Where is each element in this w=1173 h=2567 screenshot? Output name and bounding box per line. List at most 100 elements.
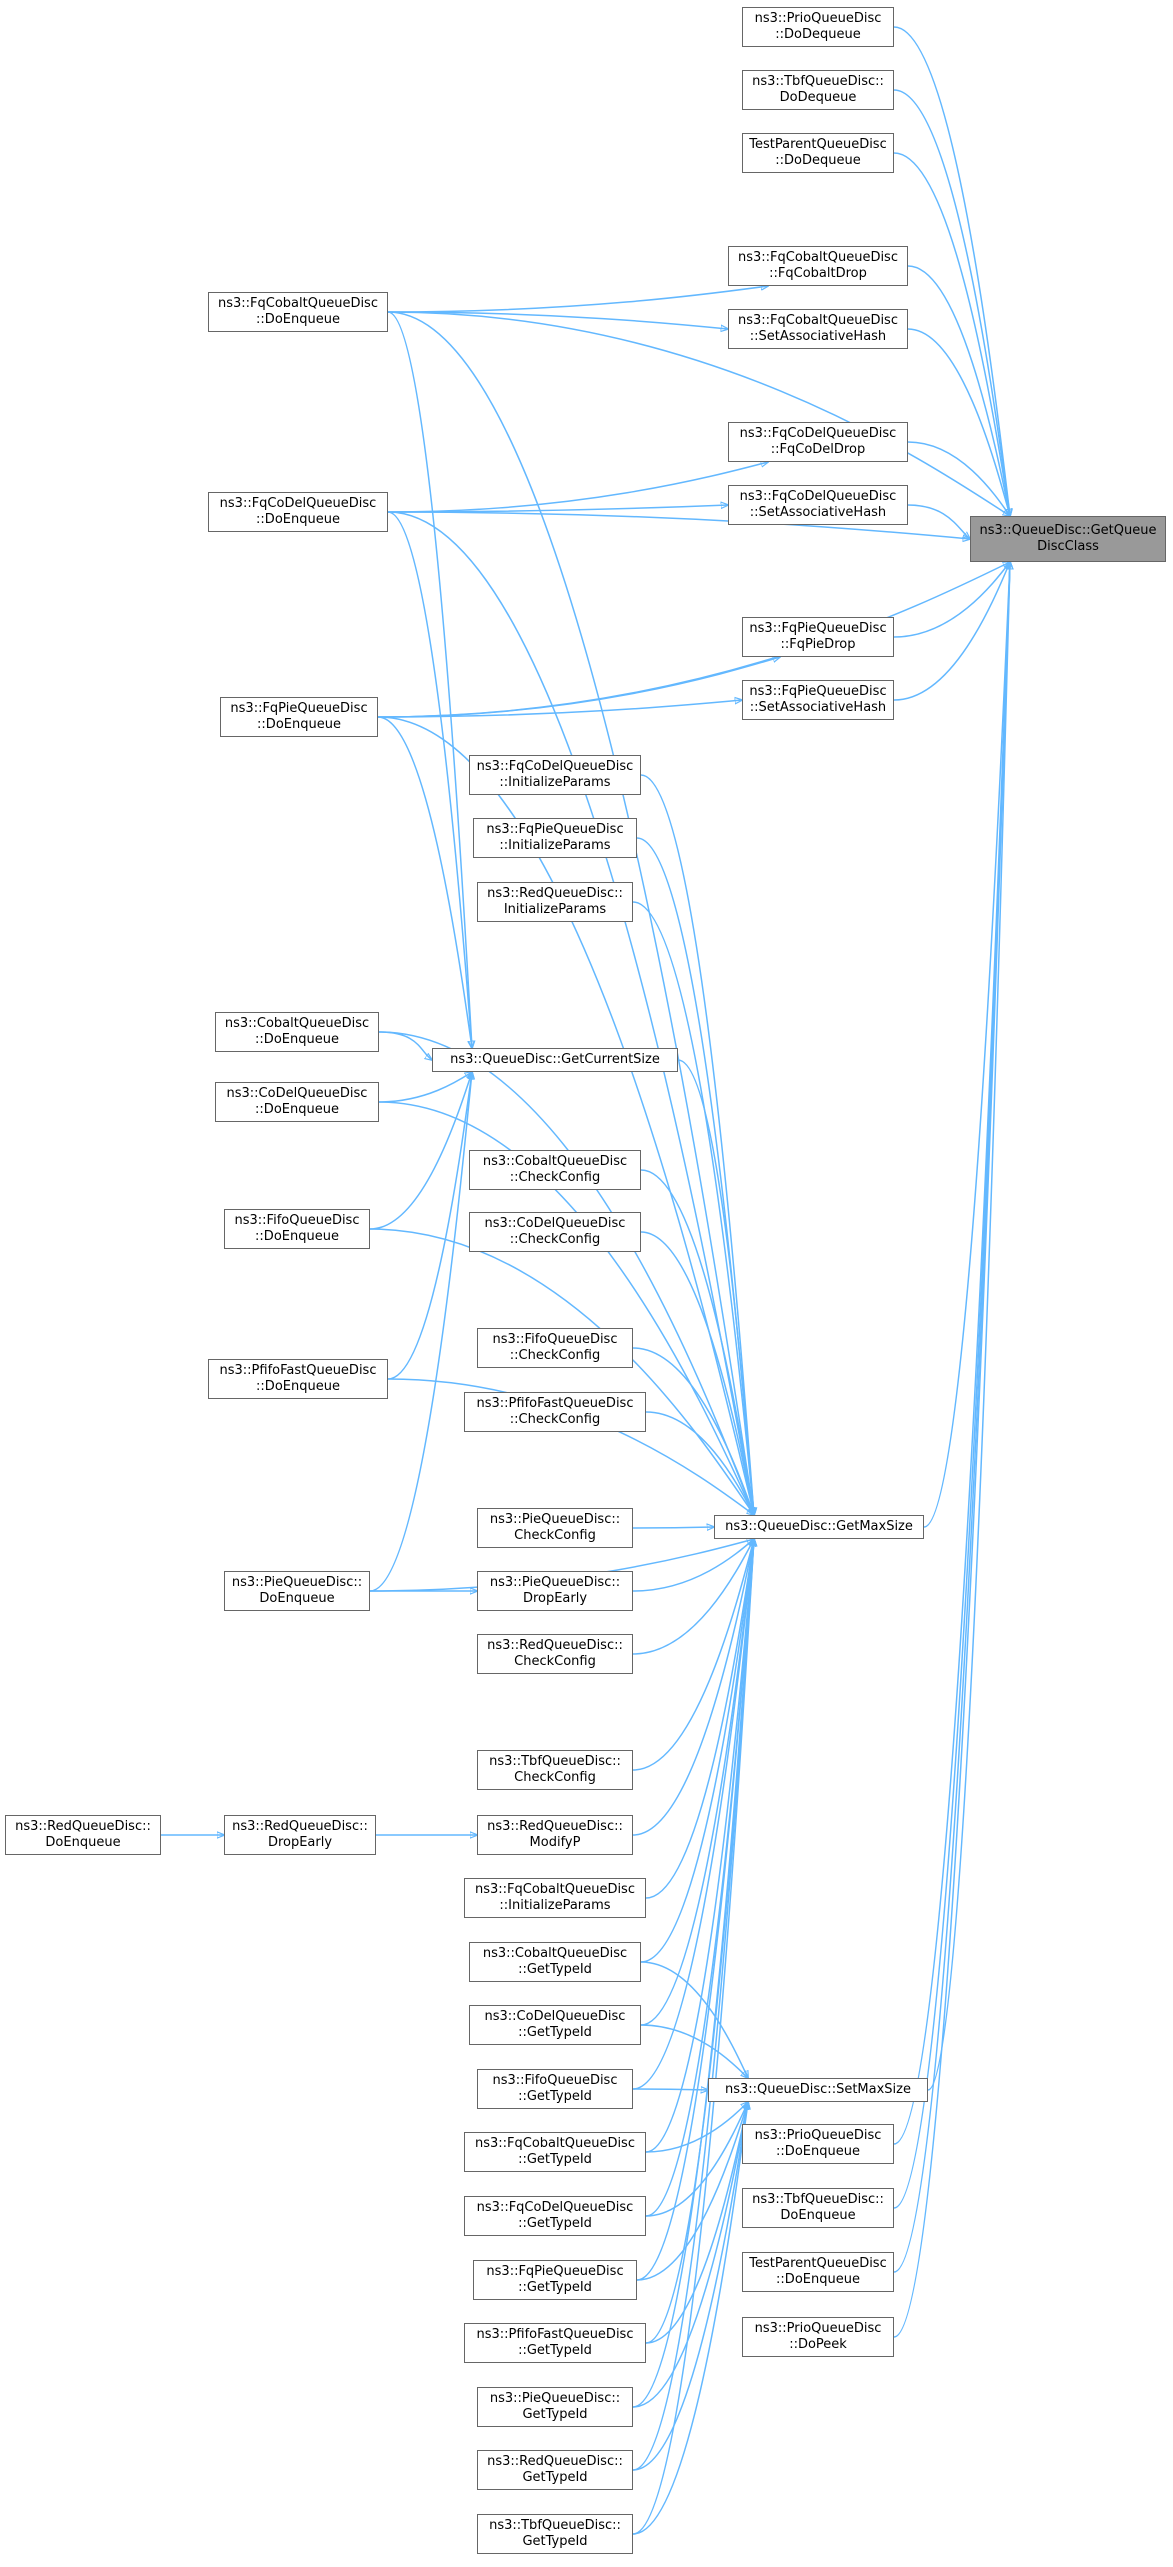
- node-pie-checkconfig[interactable]: ns3::PieQueueDisc::CheckConfig: [477, 1508, 633, 1548]
- node-fqcobalt-initializeparams[interactable]: ns3::FqCobaltQueueDisc::InitializeParams: [464, 1878, 646, 1918]
- node-label-line: ns3::PfifoFastQueueDisc: [476, 2327, 634, 2342]
- node-red-modifyp[interactable]: ns3::RedQueueDisc::ModifyP: [477, 1815, 633, 1855]
- node-fqcobalt-gettypeid[interactable]: ns3::FqCobaltQueueDisc::GetTypeId: [464, 2132, 646, 2172]
- edge-fqcodel-doenqueue-to-fqcodel-fqcodeldrop: [387, 462, 768, 513]
- edge-cobalt-doenqueue-to-getcurrentsize: [378, 1031, 432, 1060]
- node-fifo-gettypeid[interactable]: ns3::FifoQueueDisc::GetTypeId: [477, 2069, 633, 2109]
- edge-fqpie-doenqueue-to-fqpie-fqpiedrop: [377, 657, 780, 718]
- node-cobalt-checkconfig[interactable]: ns3::CobaltQueueDisc::CheckConfig: [469, 1150, 641, 1190]
- node-codel-doenqueue[interactable]: ns3::CoDelQueueDisc::DoEnqueue: [215, 1082, 379, 1122]
- node-label-line: CheckConfig: [514, 1770, 596, 1785]
- node-fqpie-gettypeid[interactable]: ns3::FqPieQueueDisc::GetTypeId: [473, 2260, 637, 2300]
- node-label-line: TestParentQueueDisc: [749, 2256, 887, 2271]
- node-getcurrentsize[interactable]: ns3::QueueDisc::GetCurrentSize: [432, 1048, 678, 1072]
- node-fqcodel-gettypeid[interactable]: ns3::FqCoDelQueueDisc::GetTypeId: [464, 2196, 646, 2236]
- edge-fqpie-doenqueue-to-getcurrentsize: [377, 716, 472, 1048]
- edge-getcurrentsize-to-getmaxsize: [677, 1059, 754, 1515]
- edge-getmaxsize-to-getqueuediscclass: [923, 562, 1010, 1528]
- node-label-line: ::DoEnqueue: [256, 312, 340, 327]
- edge-tbf-checkconfig-to-getmaxsize: [632, 1539, 754, 1771]
- node-prio-dodequeue[interactable]: ns3::PrioQueueDisc::DoDequeue: [742, 7, 894, 47]
- node-testparent-doenqueue[interactable]: TestParentQueueDisc::DoEnqueue: [742, 2252, 894, 2292]
- node-fqpie-initializeparams[interactable]: ns3::FqPieQueueDisc::InitializeParams: [473, 818, 637, 858]
- node-label-line: ::CheckConfig: [509, 1232, 601, 1247]
- edge-pfifofast-gettypeid-to-getmaxsize: [645, 1539, 754, 2344]
- node-label-line: ns3::CoDelQueueDisc: [484, 1216, 626, 1231]
- node-getmaxsize[interactable]: ns3::QueueDisc::GetMaxSize: [714, 1515, 924, 1539]
- node-tbf-checkconfig[interactable]: ns3::TbfQueueDisc::CheckConfig: [477, 1750, 633, 1790]
- node-pfifofast-gettypeid[interactable]: ns3::PfifoFastQueueDisc::GetTypeId: [464, 2323, 646, 2363]
- node-fqcodel-fqcodeldrop[interactable]: ns3::FqCoDelQueueDisc::FqCoDelDrop: [728, 422, 908, 462]
- edge-prio-dodequeue-to-getqueuediscclass: [893, 26, 1010, 516]
- node-prio-dopeek[interactable]: ns3::PrioQueueDisc::DoPeek: [742, 2317, 894, 2357]
- node-pfifofast-checkconfig[interactable]: ns3::PfifoFastQueueDisc::CheckConfig: [464, 1392, 646, 1432]
- edge-fqcodel-doenqueue-to-getcurrentsize: [387, 511, 472, 1048]
- node-fifo-doenqueue[interactable]: ns3::FifoQueueDisc::DoEnqueue: [224, 1209, 370, 1249]
- node-pie-dropearly[interactable]: ns3::PieQueueDisc::DropEarly: [477, 1571, 633, 1611]
- node-label-line: ns3::FqCoDelQueueDisc: [476, 759, 634, 774]
- node-red-doenqueue[interactable]: ns3::RedQueueDisc::DoEnqueue: [5, 1815, 161, 1855]
- node-label-line: ::InitializeParams: [499, 838, 611, 853]
- node-label-line: ns3::CobaltQueueDisc: [224, 1016, 370, 1031]
- edge-tbf-gettypeid-to-getmaxsize: [632, 1539, 754, 2535]
- node-fqcodel-doenqueue[interactable]: ns3::FqCoDelQueueDisc::DoEnqueue: [208, 492, 388, 532]
- node-prio-doenqueue[interactable]: ns3::PrioQueueDisc::DoEnqueue: [742, 2124, 894, 2164]
- edge-tbf-dodequeue-to-getqueuediscclass: [893, 89, 1010, 516]
- edge-fqpie-doenqueue-to-getqueuediscclass: [377, 562, 1010, 718]
- edge-red-gettypeid-to-getmaxsize: [632, 1539, 754, 2471]
- node-fqcobalt-fqcobaltdrop[interactable]: ns3::FqCobaltQueueDisc::FqCobaltDrop: [728, 246, 908, 286]
- node-label-line: ns3::TbfQueueDisc::: [752, 74, 884, 89]
- node-label-line: ns3::QueueDisc::GetCurrentSize: [450, 1052, 660, 1067]
- node-label-line: ns3::FifoQueueDisc: [492, 1332, 618, 1347]
- node-fqcodel-setassociativehash[interactable]: ns3::FqCoDelQueueDisc::SetAssociativeHas…: [728, 485, 908, 525]
- node-label-line: ns3::QueueDisc::GetQueue: [979, 523, 1157, 538]
- node-codel-checkconfig[interactable]: ns3::CoDelQueueDisc::CheckConfig: [469, 1212, 641, 1252]
- node-label-line: ns3::FqCoDelQueueDisc: [476, 2200, 634, 2215]
- node-fifo-checkconfig[interactable]: ns3::FifoQueueDisc::CheckConfig: [477, 1328, 633, 1368]
- node-label-line: ns3::QueueDisc::GetMaxSize: [725, 1519, 913, 1534]
- node-fqcobalt-doenqueue[interactable]: ns3::FqCobaltQueueDisc::DoEnqueue: [208, 292, 388, 332]
- node-fqpie-fqpiedrop[interactable]: ns3::FqPieQueueDisc::FqPieDrop: [742, 617, 894, 657]
- node-label-line: ns3::FqPieQueueDisc: [749, 684, 887, 699]
- node-fqpie-doenqueue[interactable]: ns3::FqPieQueueDisc::DoEnqueue: [220, 697, 378, 737]
- node-red-dropearly[interactable]: ns3::RedQueueDisc::DropEarly: [224, 1815, 376, 1855]
- edge-codel-gettypeid-to-setmaxsize: [640, 2024, 748, 2078]
- edge-fifo-doenqueue-to-getcurrentsize: [369, 1072, 472, 1230]
- node-fqpie-setassociativehash[interactable]: ns3::FqPieQueueDisc::SetAssociativeHash: [742, 680, 894, 720]
- node-testparent-dodequeue[interactable]: TestParentQueueDisc::DoDequeue: [742, 133, 894, 173]
- node-pfifofast-doenqueue[interactable]: ns3::PfifoFastQueueDisc::DoEnqueue: [208, 1359, 388, 1399]
- node-label-line: GetTypeId: [522, 2470, 588, 2485]
- node-tbf-dodequeue[interactable]: ns3::TbfQueueDisc::DoDequeue: [742, 70, 894, 110]
- node-setmaxsize[interactable]: ns3::QueueDisc::SetMaxSize: [708, 2078, 928, 2102]
- node-label-line: ns3::PieQueueDisc::: [489, 1575, 621, 1590]
- node-label-line: ::GetTypeId: [518, 2089, 592, 2104]
- edge-codel-doenqueue-to-getcurrentsize: [378, 1072, 472, 1103]
- node-label-line: ns3::FifoQueueDisc: [234, 1213, 360, 1228]
- node-label-line: ns3::PrioQueueDisc: [754, 2128, 882, 2143]
- edge-fqcodel-initializeparams-to-getmaxsize: [640, 774, 754, 1515]
- node-label-line: ::DoEnqueue: [256, 512, 340, 527]
- node-fqcodel-initializeparams[interactable]: ns3::FqCoDelQueueDisc::InitializeParams: [469, 755, 641, 795]
- node-pie-gettypeid[interactable]: ns3::PieQueueDisc::GetTypeId: [477, 2387, 633, 2427]
- edge-fifo-doenqueue-to-getmaxsize: [369, 1228, 754, 1515]
- node-tbf-gettypeid[interactable]: ns3::TbfQueueDisc::GetTypeId: [477, 2514, 633, 2554]
- node-red-initializeparams[interactable]: ns3::RedQueueDisc::InitializeParams: [477, 882, 633, 922]
- node-label-line: CheckConfig: [514, 1528, 596, 1543]
- node-label-line: ns3::FqCobaltQueueDisc: [218, 296, 378, 311]
- node-cobalt-gettypeid[interactable]: ns3::CobaltQueueDisc::GetTypeId: [469, 1942, 641, 1982]
- node-label-line: ns3::RedQueueDisc::: [487, 1819, 623, 1834]
- node-pie-doenqueue[interactable]: ns3::PieQueueDisc::DoEnqueue: [224, 1571, 370, 1611]
- node-cobalt-doenqueue[interactable]: ns3::CobaltQueueDisc::DoEnqueue: [215, 1012, 379, 1052]
- edge-fqpie-doenqueue-to-fqpie-setassociativehash: [377, 700, 742, 718]
- node-label-line: DropEarly: [522, 1591, 588, 1606]
- node-tbf-doenqueue[interactable]: ns3::TbfQueueDisc::DoEnqueue: [742, 2188, 894, 2228]
- node-red-checkconfig[interactable]: ns3::RedQueueDisc::CheckConfig: [477, 1634, 633, 1674]
- edge-pie-gettypeid-to-setmaxsize: [632, 2102, 748, 2408]
- node-codel-gettypeid[interactable]: ns3::CoDelQueueDisc::GetTypeId: [469, 2005, 641, 2045]
- node-fqcobalt-setassociativehash[interactable]: ns3::FqCobaltQueueDisc::SetAssociativeHa…: [728, 309, 908, 349]
- edge-fqpie-gettypeid-to-getmaxsize: [636, 1539, 754, 2281]
- node-red-gettypeid[interactable]: ns3::RedQueueDisc::GetTypeId: [477, 2450, 633, 2490]
